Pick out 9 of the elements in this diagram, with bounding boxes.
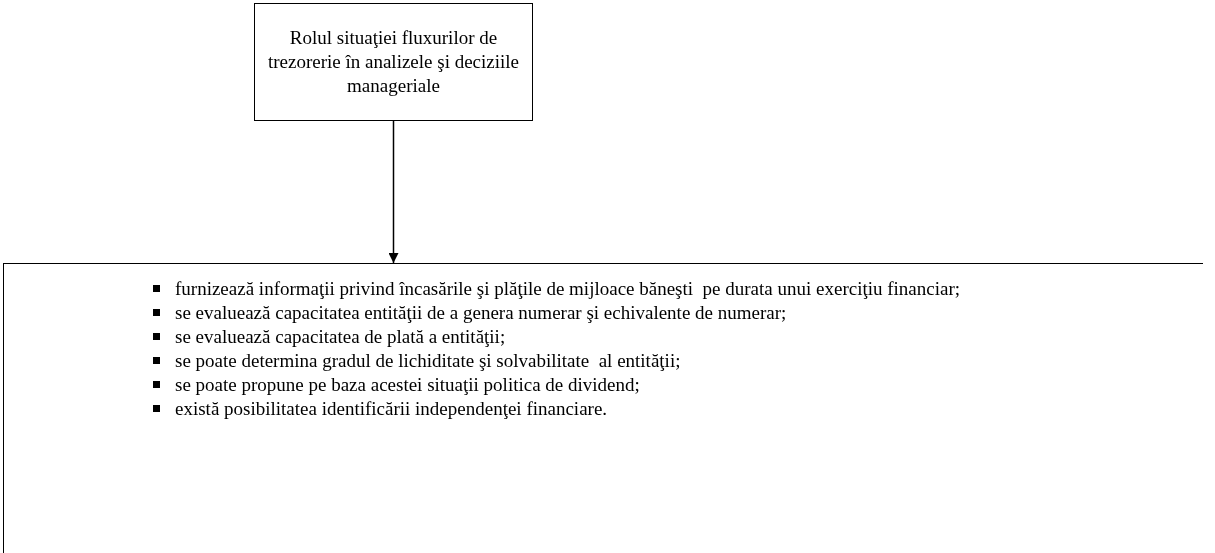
content-panel [3,263,1203,553]
bullet-item: furnizează informaţii privind încasările şi plăţile de mijloace băneşti pe durata unui exerciţiu financiar; [16,277,1193,301]
arrow [388,120,399,264]
bullet-item: se evaluează capacitatea de plată a entităţii; [153,325,1193,349]
bullet-item: există posibilitatea identificării independenţei financiare. [153,397,1193,421]
bullet-item: se poate determina gradul de lichiditate şi solvabilitate al entităţii; [153,349,1193,373]
bullet-item: se poate propune pe baza acestei situaţii politica de dividend; [153,373,1193,397]
bullet-item: se evaluează capacitatea entităţii de a genera numerar şi echivalente de numerar; [16,301,1193,325]
title-box: Rolul situaţiei fluxurilor de trezorerie în analizele şi deciziile manageriale [254,3,533,121]
